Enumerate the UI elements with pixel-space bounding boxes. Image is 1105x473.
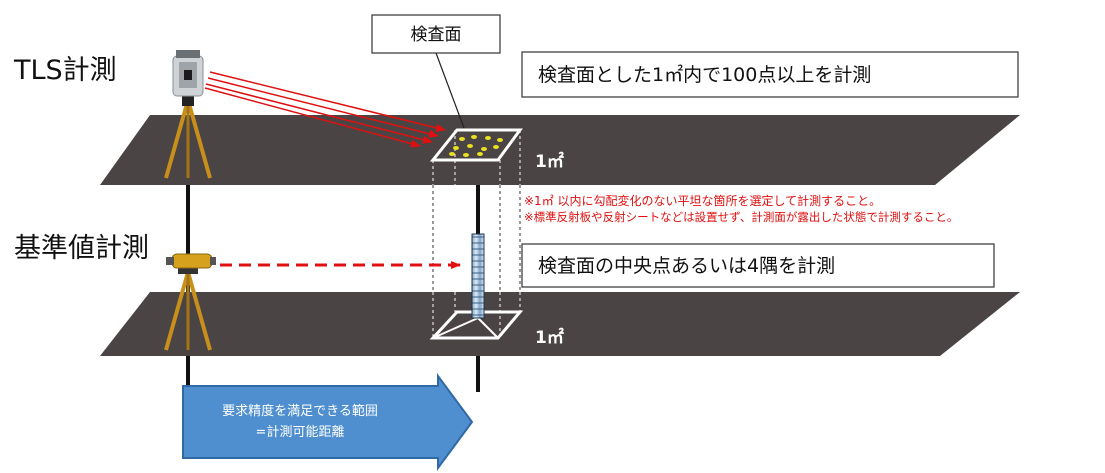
road-lower xyxy=(100,292,1020,356)
arrow-line-2: =計測可能距離 xyxy=(256,424,345,440)
range-arrow: 要求精度を満足できる範囲 =計測可能距離 xyxy=(182,372,474,472)
road-upper xyxy=(100,115,1020,185)
measurement-points xyxy=(449,135,503,157)
area-label-lower: 1㎡ xyxy=(535,327,564,348)
inspection-square-upper xyxy=(429,128,523,162)
area-label-upper: 1㎡ xyxy=(535,151,564,172)
note-line-1: ※1㎡ 以内に勾配変化のない平坦な箇所を選定して計測すること。 xyxy=(524,193,881,208)
note-line-2: ※標準反射板や反射シートなどは設置せず、計測面が露出した状態で計測すること。 xyxy=(524,210,958,224)
callout-top: 検査面とした1㎡内で100点以上を計測 xyxy=(521,51,1019,98)
base-title: 基準値計測 xyxy=(14,233,149,264)
leveling-staff-icon xyxy=(471,233,485,319)
callout-middle: 検査面の中央点あるいは4隅を計測 xyxy=(521,243,995,288)
laser-beams xyxy=(204,71,446,148)
callout-middle-text: 検査面の中央点あるいは4隅を計測 xyxy=(538,255,835,277)
terrestrial-laser-scanner-icon xyxy=(164,50,212,179)
arrow-line-1: 要求精度を満足できる範囲 xyxy=(222,403,378,419)
tls-title: TLS計測 xyxy=(13,55,117,86)
surveying-level-icon xyxy=(164,253,216,351)
callout-top-text: 検査面とした1㎡内で100点以上を計測 xyxy=(538,63,871,86)
inspection-surface-label: 検査面 xyxy=(371,14,501,129)
inspection-surface-text: 検査面 xyxy=(411,25,462,45)
